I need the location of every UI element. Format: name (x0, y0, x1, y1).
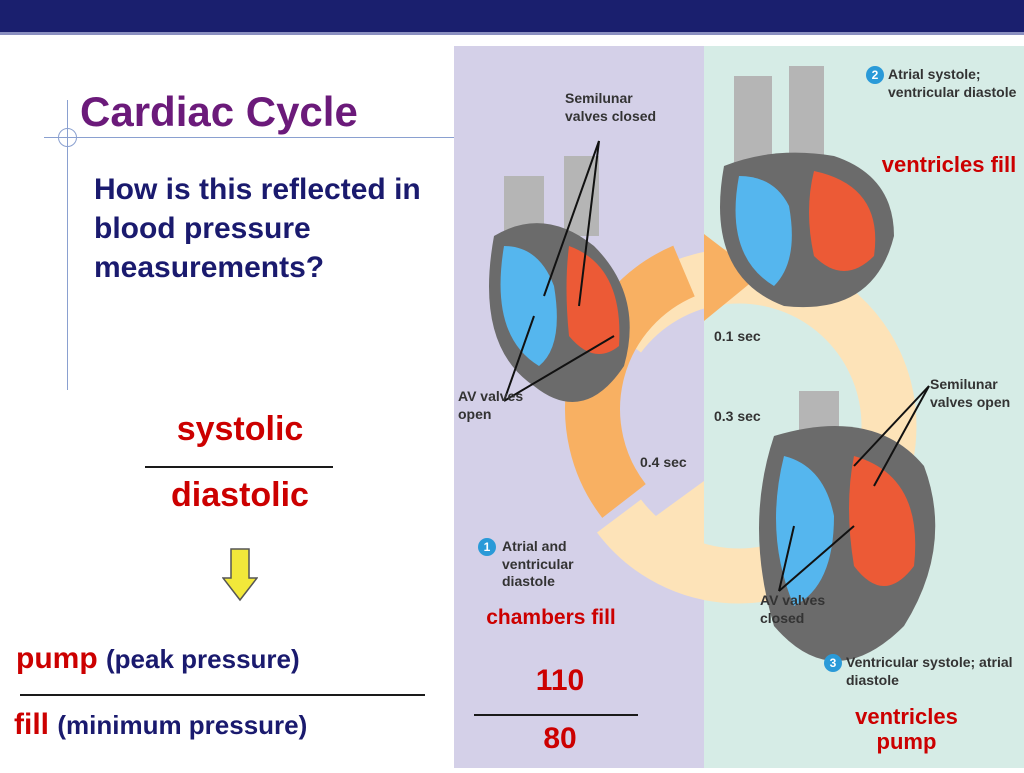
ventricles-pump-annotation: ventricles pump (855, 704, 958, 755)
ventricular-systole-label: Ventricular systole; atrial diastole (846, 654, 1013, 688)
semilunar-valves-closed-label: Semilunar valves closed (565, 90, 657, 124)
time-0-1-sec: 0.1 sec (714, 328, 761, 344)
decorative-vertical-line (67, 100, 68, 390)
av-valves-open-label: AV valves open (458, 388, 524, 422)
fill-description: (minimum pressure) (57, 710, 308, 740)
fill-text: fill (minimum pressure) (14, 708, 307, 742)
decorative-horizontal-line (44, 137, 454, 138)
atrial-systole-label: Atrial systole; ventricular diastole (888, 66, 1017, 100)
slide-title: Cardiac Cycle (80, 88, 358, 135)
ventricles-fill-annotation: ventricles fill (881, 152, 1017, 177)
diastolic-value: 80 (543, 722, 577, 755)
step-2-badge: 2 (866, 66, 884, 84)
cardiac-cycle-illustration (454, 46, 1024, 768)
systolic-label: systolic (176, 410, 304, 448)
atrial-ventricular-diastole-label: Atrial and ventricular diastole (502, 538, 574, 589)
top-bar-divider (0, 32, 1024, 35)
pump-description: (peak pressure) (106, 644, 300, 674)
slide-question: How is this reflected in blood pressure … (94, 173, 421, 284)
diastolic-label: diastolic (171, 476, 309, 514)
pump-text: pump (peak pressure) (16, 642, 300, 676)
fraction-line (145, 466, 333, 468)
chambers-fill-annotation: chambers fill (486, 606, 616, 629)
step-3-badge: 3 (824, 654, 842, 672)
time-0-3-sec: 0.3 sec (714, 408, 761, 424)
bp-fraction-line (474, 714, 638, 716)
semilunar-valves-open-label: Semilunar valves open (930, 376, 1011, 410)
top-bar (0, 0, 1024, 32)
systolic-value: 110 (535, 664, 585, 697)
cardiac-cycle-diagram: Semilunar valves closed AV valves open 2… (454, 46, 1024, 768)
av-valves-closed-label: AV valves closed (760, 592, 826, 626)
pump-word: pump (16, 642, 98, 675)
step-1-badge: 1 (478, 538, 496, 556)
pump-fill-fraction-line (20, 694, 425, 696)
time-0-4-sec: 0.4 sec (640, 454, 687, 470)
fill-word: fill (14, 708, 49, 741)
down-arrow-icon (221, 548, 259, 607)
crosshair-circle (58, 128, 77, 147)
